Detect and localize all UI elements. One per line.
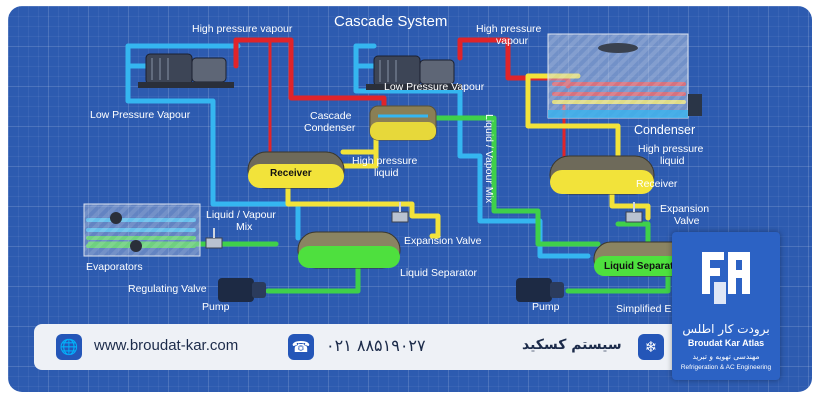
label-lp-vapour-left: Low Pressure Vapour [90,109,191,121]
condenser-unit [547,33,702,119]
pump-right-icon [516,278,564,302]
evaporator-unit [83,203,201,257]
snowflake-icon: ❄ [638,334,664,360]
cascade-condenser [369,105,437,141]
expansion-valve-left-icon [391,202,409,223]
label-liquid-vapour-mix-2: Mix [236,221,253,233]
label-hp-vapour-left: High pressure vapour [192,23,293,35]
receiver-right [549,155,655,195]
label-evaporators: Evaporators [86,261,143,273]
receiver-left [247,151,345,189]
label-expansion-valve-right-2: Valve [674,215,700,227]
pipe-high-pressure-left [233,37,387,115]
label-hp-liquid-right-2: liquid [660,155,685,167]
pipe-low-pressure-left-return [125,63,301,241]
regulating-valve-icon [205,228,223,249]
evaporator-fan-icon [110,212,122,224]
phone-icon: ☎ [288,334,314,360]
pipe-liquid-left-down [285,183,441,239]
cascade-system-diagram: Cascade System [83,13,709,315]
brand-name-fa: برودت کار اطلس [682,322,770,336]
pipe-low-pressure-left [125,43,241,69]
fan-icon [598,43,638,53]
label-hp-liquid-right: High pressure [638,143,704,155]
label-lp-vapour-right: Low Pressure Vapour [384,81,485,93]
logo-mark-icon [702,252,750,304]
label-condenser: Condenser [634,123,695,137]
label-liquid-vapour-mix-vertical: Liquid / Vapour Mix [483,114,495,204]
infographic-card: Cascade System [8,6,812,392]
pipe-mix-right-sep [615,221,651,245]
website-link[interactable]: www.broudat-kar.com [94,337,239,354]
phone-number[interactable]: ۰۲۱ ۸۸۵۱۹۰۲۷ [326,336,426,355]
label-expansion-valve-left: Expansion Valve [404,235,482,247]
label-liquid-separator-right: Liquid Separator [604,261,684,272]
label-hp-liquid-left-2: liquid [374,167,399,179]
label-expansion-valve-right: Expansion [660,203,709,215]
label-cascade: Cascade [310,110,352,122]
pipe-mix-cascade [429,115,601,247]
pipe-liquid-right-down [609,187,651,221]
pipe-low-pressure-right [353,43,383,69]
label-pump-left: Pump [202,301,230,313]
label-pump-right: Pump [532,301,560,313]
label-cascade-condenser: Condenser [304,122,356,134]
label-receiver-left: Receiver [270,168,312,179]
brand-name-en: Broudat Kar Atlas [687,338,765,348]
label-liquid-separator-left: Liquid Separator [400,267,478,279]
brand-logo: برودت کار اطلس Broudat Kar Atlas مهندسی … [672,232,780,380]
evaporator-fan-icon-2 [130,240,142,252]
footer-bar: 🌐 www.broudat-kar.com ☎ ۰۲۱ ۸۸۵۱۹۰۲۷ سیس… [34,324,680,370]
label-regulating-valve: Regulating Valve [128,283,207,295]
diagram-title: Cascade System [334,13,447,30]
label-hp-vapour-right: High pressure [476,23,542,35]
label-liquid-vapour-mix: Liquid / Vapour [206,209,276,221]
topic-text: سیستم کسکید [522,337,622,353]
compressor-left [138,53,234,88]
brand-tagline-fa: مهندسی تهویه و تبرید [692,352,760,361]
globe-icon: 🌐 [56,334,82,360]
brand-tagline-en: Refrigeration & AC Engineering [680,364,772,371]
pipe-mix-pump-left [265,265,361,294]
label-receiver-right: Receiver [636,178,678,190]
label-hp-liquid-left: High pressure [352,155,418,167]
pipe-liquid-right-loop [525,73,621,159]
expansion-valve-right-icon [625,202,643,223]
pump-left-icon [218,278,266,302]
compressor-right [366,55,462,90]
liquid-separator-left [297,231,401,269]
label-hp-vapour-right-2: vapour [496,35,529,47]
liquid-separator-right [593,241,693,277]
